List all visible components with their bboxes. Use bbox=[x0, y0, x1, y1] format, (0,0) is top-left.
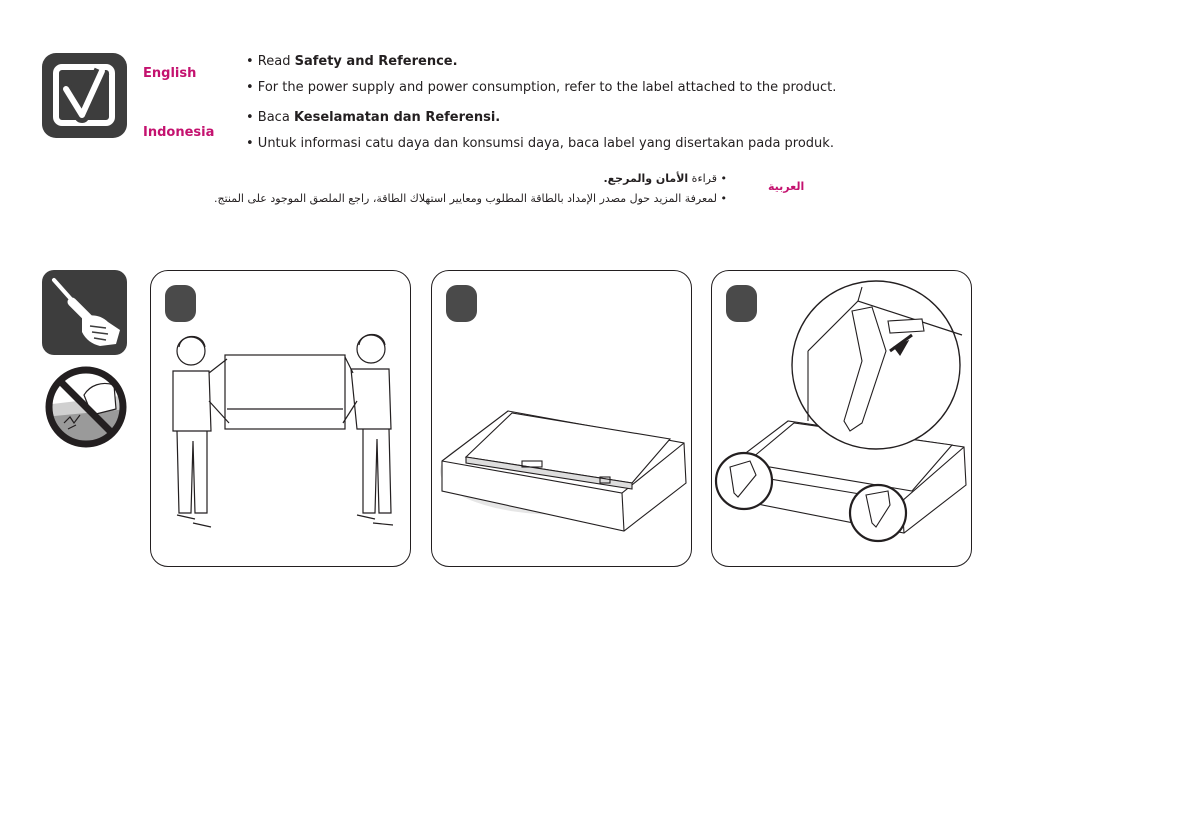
indonesia-power-line: • Untuk informasi catu daya dan konsumsi… bbox=[246, 136, 834, 151]
checkmark-box-icon bbox=[42, 53, 127, 138]
indonesia-safety-line: • Baca Keselamatan dan Referensi. bbox=[246, 110, 500, 125]
english-line1-prefix: • Read bbox=[246, 54, 295, 69]
attach-stand-illustration bbox=[714, 280, 967, 543]
step-number-badge bbox=[726, 285, 757, 322]
step-number-badge bbox=[446, 285, 477, 322]
english-safety-line: • Read Safety and Reference. bbox=[246, 54, 458, 69]
language-label-arabic: العربية bbox=[768, 180, 805, 193]
step-panel-2 bbox=[431, 270, 692, 567]
step-number-badge bbox=[165, 285, 196, 322]
step-panel-3 bbox=[711, 270, 972, 567]
language-label-english: English bbox=[143, 66, 197, 81]
english-line1-bold: Safety and Reference. bbox=[294, 54, 458, 69]
english-power-line: • For the power supply and power consump… bbox=[246, 80, 837, 95]
tv-face-down-illustration bbox=[440, 410, 687, 532]
no-press-screen-icon bbox=[44, 365, 128, 449]
indonesia-line1-bold: Keselamatan dan Referensi. bbox=[293, 110, 501, 125]
indonesia-line1-prefix: • Baca bbox=[246, 110, 294, 125]
step-panel-1 bbox=[150, 270, 411, 567]
language-label-indonesia: Indonesia bbox=[143, 125, 215, 140]
arabic-safety-line: • قراءة الأمان والمرجع. bbox=[603, 172, 727, 185]
arabic-power-line: • لمعرفة المزيد حول مصدر الإمداد بالطاقة… bbox=[213, 192, 727, 205]
two-people-carrying-tv-illustration bbox=[172, 333, 394, 528]
arabic-line1-prefix: • قراءة bbox=[688, 172, 727, 185]
screwdriver-hand-icon bbox=[42, 270, 127, 355]
arabic-line1-bold: الأمان والمرجع. bbox=[603, 172, 689, 185]
